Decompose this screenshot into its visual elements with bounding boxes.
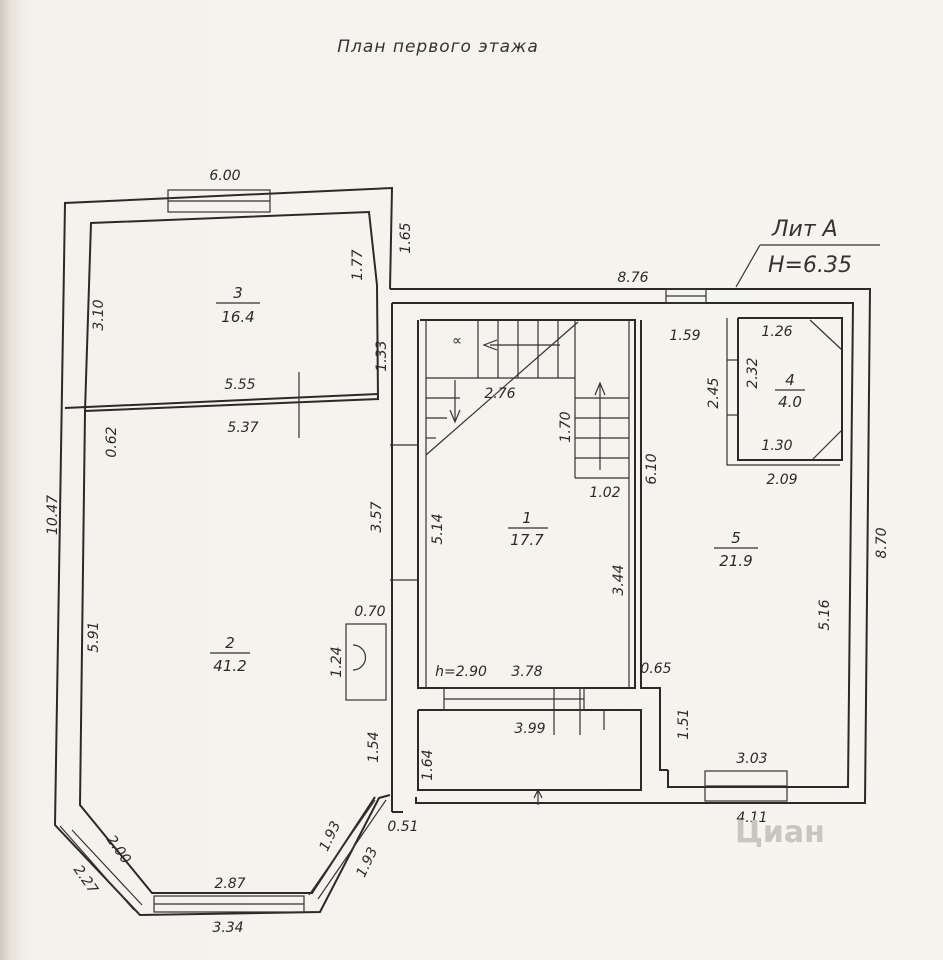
- room-3-area: 16.4: [221, 308, 254, 326]
- stair-mark: ∝: [452, 333, 462, 349]
- room-4: 4 4.0: [775, 371, 805, 411]
- room-1-number: 1: [522, 509, 532, 527]
- dim-label: 1.24: [329, 646, 345, 677]
- dim-label: 3.44: [611, 564, 627, 595]
- dim-label: 1.02: [589, 485, 620, 501]
- room-5-area: 21.9: [719, 552, 752, 570]
- dim-label: 1.70: [558, 411, 574, 442]
- dim-label: 1.54: [366, 731, 382, 762]
- room-2: 2 41.2: [210, 634, 250, 675]
- room-3: 3 16.4: [216, 284, 260, 326]
- dim-label: 1.30: [761, 438, 792, 454]
- room-4-number: 4: [785, 371, 795, 389]
- dim-label: 2.09: [766, 472, 797, 488]
- liter-height: H=6.35: [768, 253, 852, 278]
- dim-label: h=2.90: [435, 664, 487, 680]
- liter-block: Лит А H=6.35: [735, 217, 880, 288]
- room-2-number: 2: [225, 634, 235, 652]
- room-3-number: 3: [233, 284, 243, 302]
- dim-label: 5.91: [86, 621, 102, 652]
- dim-label: 0.51: [387, 819, 418, 835]
- partitions: [417, 317, 843, 791]
- plan-title: План первого этажа: [337, 37, 539, 57]
- dim-label: 2.87: [214, 876, 245, 892]
- dim-label: 1.64: [420, 749, 436, 780]
- staircase: ∝: [425, 320, 629, 735]
- dim-label: 0.65: [640, 661, 671, 677]
- dim-label: 3.99: [514, 721, 545, 737]
- dim-label: 0.70: [354, 604, 385, 620]
- dimension-labels-vertical: 1.65 1.77 3.10 1.33 0.62 10.47 3.57 5.91…: [45, 222, 890, 897]
- dim-label: 2.00: [103, 832, 134, 867]
- dim-label: 3.57: [369, 501, 385, 532]
- room-4-area: 4.0: [778, 393, 802, 411]
- dim-label: 10.47: [45, 495, 61, 535]
- dim-label: 2.32: [745, 357, 761, 388]
- dim-label: 6.00: [209, 168, 240, 184]
- dim-label: 5.55: [224, 377, 255, 393]
- dim-label: 3.03: [736, 751, 767, 767]
- dim-label: 4.11: [736, 810, 767, 826]
- dim-label: 3.34: [212, 920, 243, 936]
- liter-name: Лит А: [771, 217, 838, 242]
- dim-label: 2.76: [484, 386, 515, 402]
- room-5-number: 5: [731, 529, 741, 547]
- dim-label: 2.45: [706, 377, 722, 408]
- dim-label: 1.51: [676, 708, 692, 739]
- dim-label: 3.10: [91, 299, 107, 330]
- dim-label: 1.26: [761, 324, 792, 340]
- dimension-labels: 6.00 8.76 5.55 5.37 2.76 1.02 0.70 h=2.9…: [209, 168, 797, 936]
- dim-label: 5.16: [817, 599, 833, 630]
- dim-label: 8.76: [617, 270, 648, 286]
- dim-label: 8.70: [874, 527, 890, 558]
- dim-label: 1.77: [350, 249, 366, 280]
- dim-label: 1.65: [398, 222, 414, 253]
- watermark: Циан: [735, 815, 825, 850]
- dim-label: 6.10: [644, 453, 660, 484]
- dim-label: 3.78: [511, 664, 542, 680]
- dim-label: 5.14: [430, 513, 446, 544]
- dim-label: 5.37: [227, 420, 258, 436]
- dim-label: 0.62: [104, 426, 120, 457]
- dim-label: 1.59: [669, 328, 700, 344]
- room-2-area: 41.2: [213, 657, 246, 675]
- room-1: 1 17.7: [508, 509, 548, 549]
- room-1-area: 17.7: [510, 531, 544, 549]
- dim-label: 1.33: [374, 340, 390, 371]
- windows: [59, 189, 788, 913]
- room-5: 5 21.9: [714, 529, 758, 570]
- dim-label: 1.93: [354, 845, 382, 880]
